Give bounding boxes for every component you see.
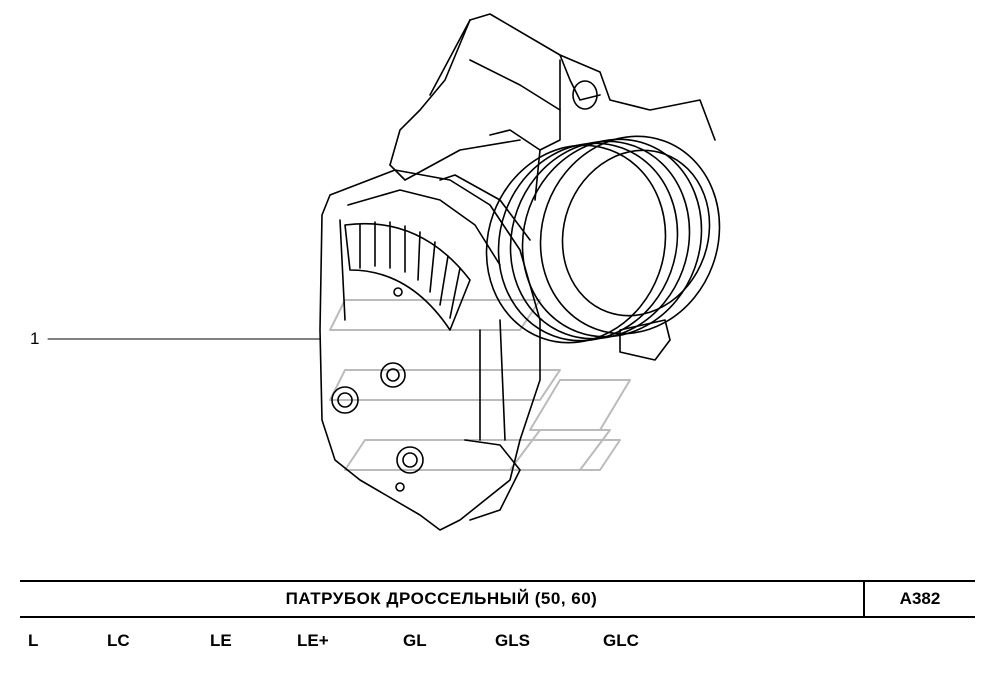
watermark-logo [329,299,631,471]
throttle-body-drawing [47,13,721,531]
outlet-ring [485,135,721,361]
variant-le: LE [210,631,232,650]
upper-body [389,13,716,201]
front-cover [319,169,541,531]
part-title: ПАТРУБОК ДРОССЕЛЬНЫЙ (50, 60) [285,589,598,608]
variant-gls: GLS [495,631,530,650]
variant-lc: LC [107,631,130,650]
title-divider [863,582,865,616]
mounting-bosses [331,287,424,492]
variant-gl: GL [403,631,427,650]
variant-le-plus: LE+ [297,631,329,650]
callout-number: 1 [30,329,40,348]
part-code: A382 [899,589,941,608]
variant-glc: GLC [603,631,639,650]
gear-sector [344,221,471,331]
title-block: ПАТРУБОК ДРОССЕЛЬНЫЙ (50, 60) A382 [20,580,975,618]
variant-l: L [28,631,39,650]
